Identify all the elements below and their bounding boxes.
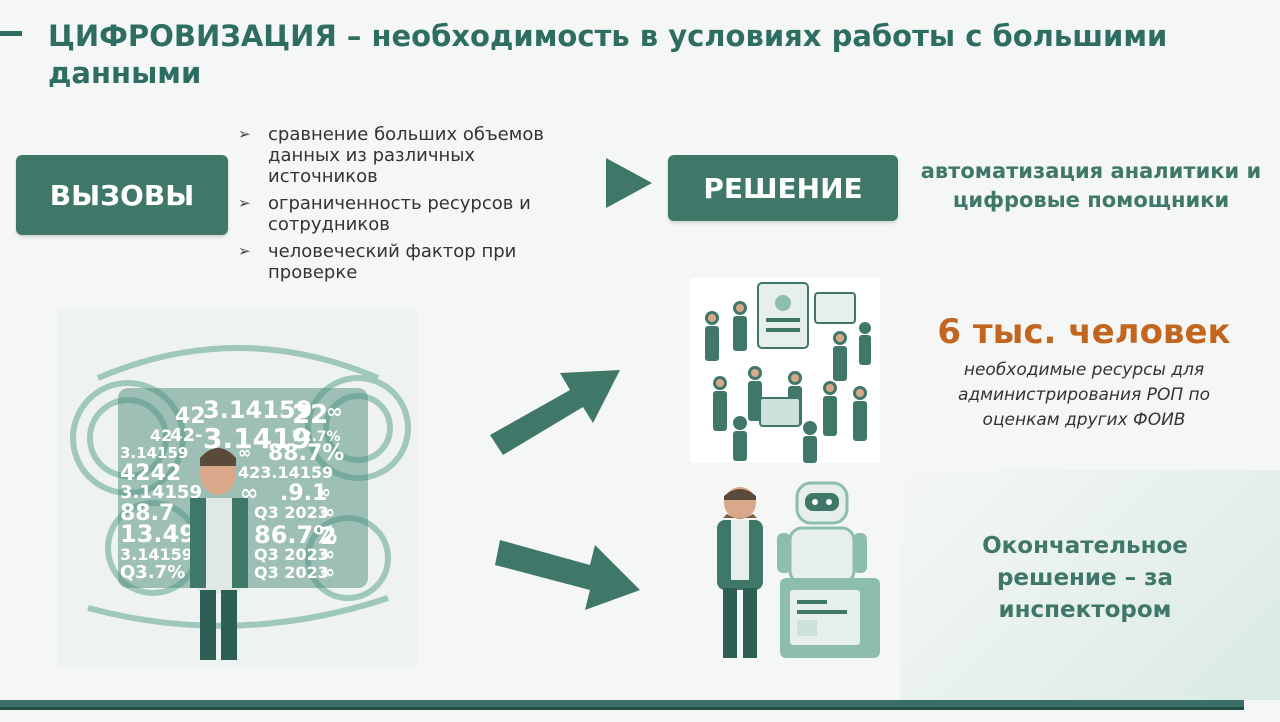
challenges-list: ➢ сравнение больших объемов данных из раз… bbox=[238, 124, 578, 289]
number-glyph: .9.1 bbox=[280, 481, 327, 506]
number-glyph: 72.7% bbox=[292, 429, 341, 445]
number-glyph: ∞ bbox=[320, 502, 335, 523]
arrowhead-bullet-icon: ➢ bbox=[238, 194, 251, 212]
challenges-label: ВЫЗОВЫ bbox=[49, 178, 195, 212]
arrowhead-bullet-icon: ➢ bbox=[238, 125, 251, 143]
challenges-badge: ВЫЗОВЫ bbox=[16, 155, 228, 235]
solution-label: РЕШЕНИЕ bbox=[703, 171, 863, 205]
number-glyph: 88.7 bbox=[120, 501, 174, 526]
challenge-item-text: ограниченность ресурсов и сотрудников bbox=[268, 193, 531, 235]
robot-assistant-illustration bbox=[717, 481, 880, 658]
number-glyph: ∞ bbox=[326, 399, 343, 423]
number-glyph: 42- bbox=[170, 425, 203, 446]
decorative-gradient bbox=[900, 470, 1280, 700]
inspector-figure bbox=[717, 487, 763, 658]
top-accent-bar bbox=[0, 31, 22, 36]
number-glyph: ∞ bbox=[238, 443, 251, 462]
arrowhead-bullet-icon: ➢ bbox=[238, 242, 251, 260]
robot-figure bbox=[777, 481, 867, 585]
bottom-rule bbox=[0, 700, 1244, 707]
number-glyph: 4242 bbox=[120, 461, 181, 486]
play-arrow-icon bbox=[606, 158, 652, 208]
challenge-item-text: человеческий фактор при проверке bbox=[268, 241, 517, 283]
number-glyph: 3.14159 bbox=[120, 545, 193, 564]
number-glyph: 13.49 bbox=[120, 520, 196, 548]
bottom-rule-dark bbox=[0, 707, 1244, 710]
number-glyph: Q3.7% bbox=[120, 562, 185, 583]
number-glyph: ∞ bbox=[316, 482, 331, 503]
number-glyph: Q3 2023 bbox=[254, 503, 329, 522]
number-glyph: 42 bbox=[175, 404, 206, 429]
number-glyph: Q3 2023 bbox=[254, 545, 329, 564]
number-glyph: Q3 2023 bbox=[254, 563, 329, 582]
number-glyph: 423.14159 bbox=[238, 463, 333, 482]
number-glyph: 86.7% bbox=[254, 521, 337, 549]
number-glyph: 2 bbox=[320, 522, 337, 550]
final-decision-text: Окончательное решение – за инспектором bbox=[982, 533, 1188, 623]
challenge-item: ➢ ограниченность ресурсов и сотрудников bbox=[238, 193, 578, 235]
number-glyph: 88.7% bbox=[268, 441, 344, 466]
up-right-arrow-icon bbox=[490, 370, 620, 455]
number-glyph: 42 bbox=[150, 426, 172, 445]
big-data-analyst-illustration: 423.1415922∞4242-3.141972.7%3.14159∞88.7… bbox=[58, 308, 418, 668]
down-right-arrow-icon bbox=[495, 540, 640, 610]
number-glyph: ∞ bbox=[320, 562, 335, 583]
challenge-item-text: сравнение больших объемов данных из разл… bbox=[268, 124, 544, 187]
challenge-item: ➢ сравнение больших объемов данных из раз… bbox=[238, 124, 578, 187]
solution-badge: РЕШЕНИЕ bbox=[668, 155, 898, 221]
number-glyph: ∞ bbox=[320, 544, 335, 565]
slide-title: ЦИФРОВИЗАЦИЯ – необходимость в условиях … bbox=[48, 19, 1168, 90]
analyst-figure bbox=[190, 448, 248, 660]
number-glyph: 3.14159 bbox=[203, 396, 312, 424]
number-glyph: 3.14159 bbox=[120, 444, 188, 462]
document-stack-icon bbox=[780, 578, 880, 658]
solution-text: автоматизация аналитики и цифровые помощ… bbox=[920, 159, 1262, 212]
number-glyph: 22 bbox=[292, 400, 328, 430]
team-people-illustration bbox=[690, 278, 880, 463]
challenge-item: ➢ человеческий фактор при проверке bbox=[238, 241, 578, 283]
number-glyph: 3.14159 bbox=[120, 482, 202, 503]
people-stat: 6 тыс. человек bbox=[937, 312, 1231, 352]
people-description: необходимые ресурсы для администрировани… bbox=[957, 360, 1211, 430]
